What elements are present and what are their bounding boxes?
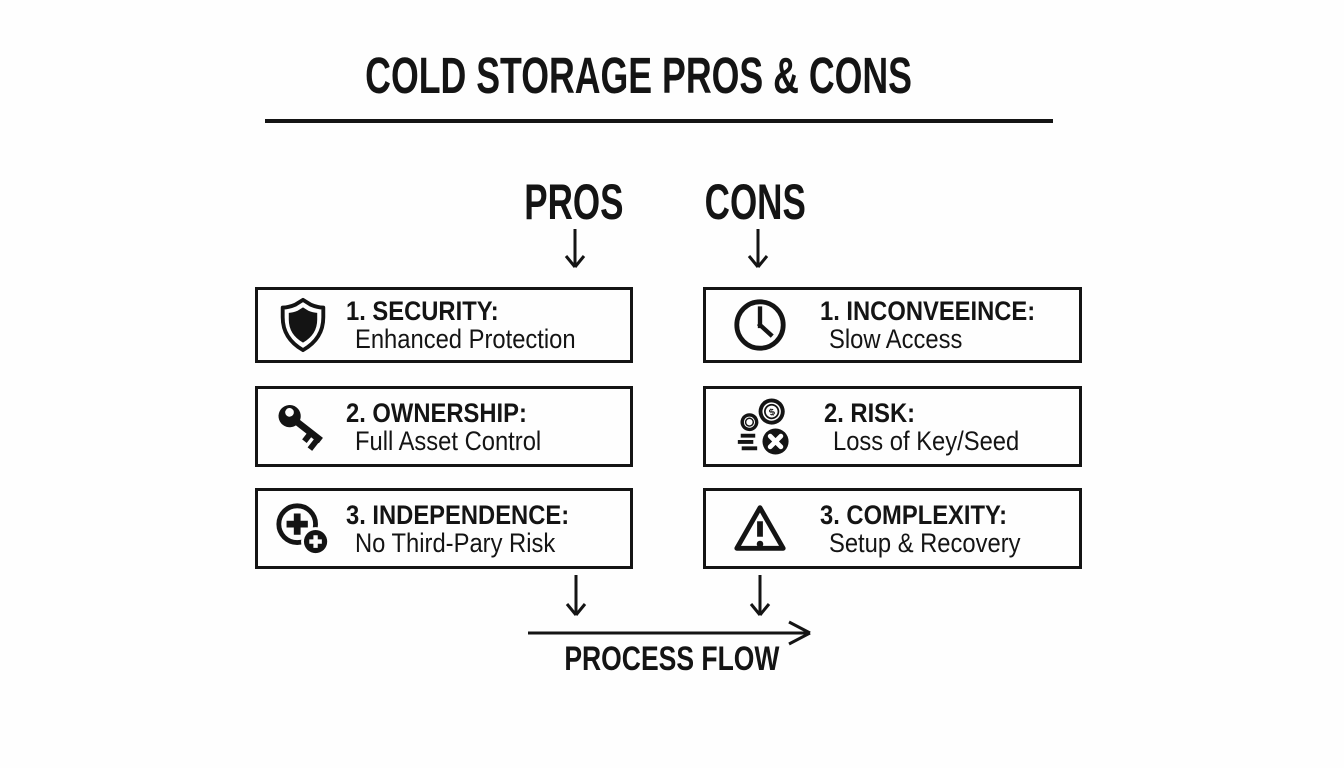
item-title: 3. COMPLEXITY: [820, 499, 1008, 530]
pros-item-independence: 3. INDEPENDENCE: No Third-Pary Risk [255, 488, 633, 569]
down-arrow-icon [749, 575, 771, 616]
cons-header: CONS [655, 174, 855, 230]
item-title: 1. SECURITY: [346, 296, 499, 326]
item-title: 2. RISK: [824, 397, 916, 428]
item-subtitle: Full Asset Control [355, 425, 542, 456]
item-subtitle: No Third-Pary Risk [355, 527, 556, 558]
key-icon [274, 398, 332, 456]
item-subtitle: Loss of Key/Seed [833, 425, 1020, 456]
item-title: 2. OWNERSHIP: [346, 397, 527, 428]
item-title: 3. INDEPENDENCE: [346, 499, 570, 530]
cons-item-complexity: 3. COMPLEXITY: Setup & Recovery [703, 488, 1082, 569]
page-title-text: COLD STORAGE PROS & CONS [365, 46, 913, 104]
add-circles-icon [274, 500, 332, 558]
down-arrow-icon [747, 229, 769, 268]
shield-icon [274, 296, 332, 354]
pros-header-text: PROS [524, 174, 624, 230]
title-underline [265, 119, 1053, 123]
item-subtitle: Setup & Recovery [829, 527, 1021, 558]
coins-error-icon: $ [731, 397, 793, 456]
item-title: 1. INCONVEEINCE: [820, 296, 1036, 326]
clock-icon [731, 296, 789, 354]
right-arrow-icon [528, 620, 811, 646]
cons-item-risk: $ 2. RISK: Loss of Key/Seed [703, 386, 1082, 467]
down-arrow-icon [565, 575, 587, 616]
down-arrow-icon [564, 229, 586, 268]
pros-item-ownership: 2. OWNERSHIP: Full Asset Control [255, 386, 633, 467]
pros-header: PROS [474, 174, 674, 230]
svg-text:$: $ [768, 406, 778, 418]
warning-triangle-icon [731, 500, 789, 558]
item-subtitle: Slow Access [829, 324, 963, 354]
cons-item-inconvenience: 1. INCONVEEINCE: Slow Access [703, 287, 1082, 363]
process-flow-label: PROCESS FLOW [472, 639, 872, 678]
item-subtitle: Enhanced Protection [355, 324, 576, 354]
page-title: COLD STORAGE PROS & CONS [339, 47, 939, 104]
cons-header-text: CONS [704, 174, 806, 230]
process-flow-text: PROCESS FLOW [564, 639, 780, 678]
pros-item-security: 1. SECURITY: Enhanced Protection [255, 287, 633, 363]
